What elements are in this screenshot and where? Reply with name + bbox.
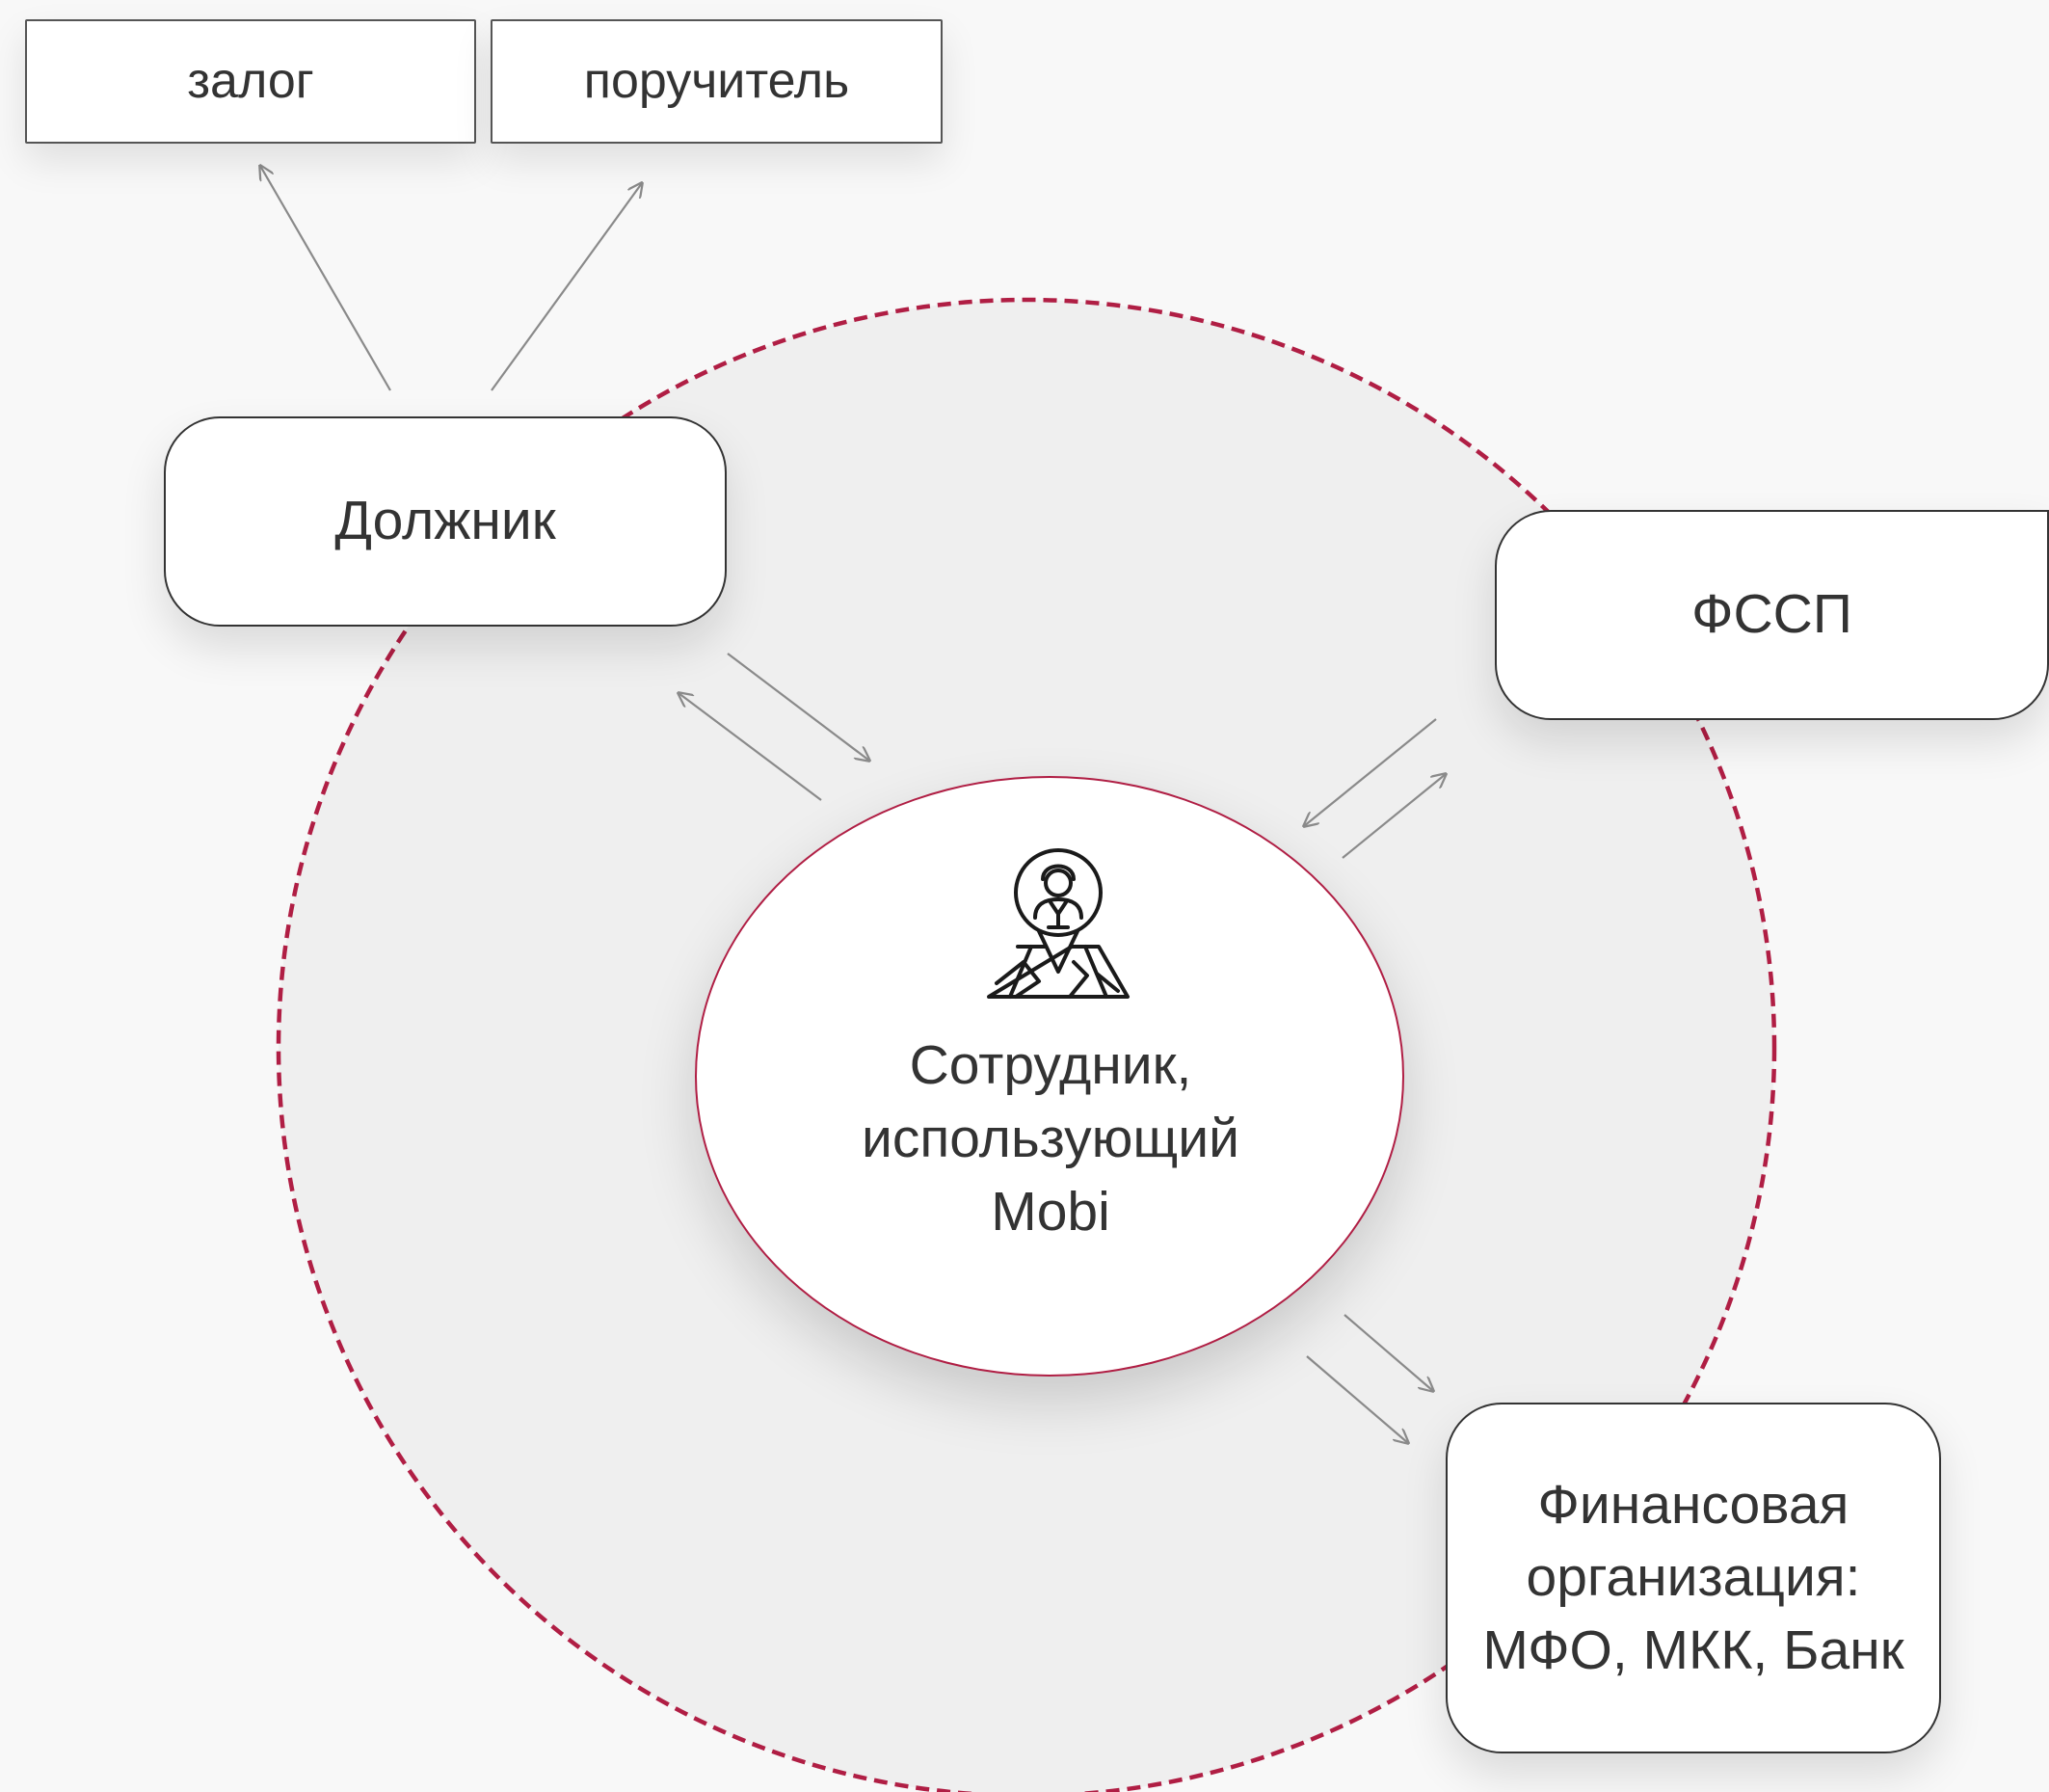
arrow-employee-to-financial-2 xyxy=(1306,1355,1408,1443)
arrow-debtor-to-collateral xyxy=(260,166,391,391)
fssp-node: ФССП xyxy=(1495,510,2049,720)
employee-label: Сотрудник, использующий Mobi xyxy=(862,1034,1239,1243)
arrow-fssp-to-employee xyxy=(1304,718,1437,826)
arrow-employee-to-fssp xyxy=(1342,774,1446,859)
collateral-node: залог xyxy=(25,19,476,144)
financial-org-node: Финансовая организация: МФО, МКК, Банк xyxy=(1446,1403,1941,1753)
arrow-employee-to-debtor xyxy=(679,693,822,801)
arrow-debtor-to-guarantor xyxy=(491,183,642,391)
guarantor-label: поручитель xyxy=(583,53,850,110)
arrow-employee-to-financial-1 xyxy=(1344,1314,1433,1391)
debtor-label: Должник xyxy=(334,490,556,552)
fssp-label: ФССП xyxy=(1691,583,1852,646)
financial-org-label: Финансовая организация: МФО, МКК, Банк xyxy=(1482,1474,1904,1681)
person-location-map-icon xyxy=(987,848,1130,999)
collateral-label: залог xyxy=(187,53,314,110)
debtor-node: Должник xyxy=(164,416,727,627)
guarantor-node: поручитель xyxy=(491,19,943,144)
arrow-debtor-to-employee xyxy=(727,653,869,761)
